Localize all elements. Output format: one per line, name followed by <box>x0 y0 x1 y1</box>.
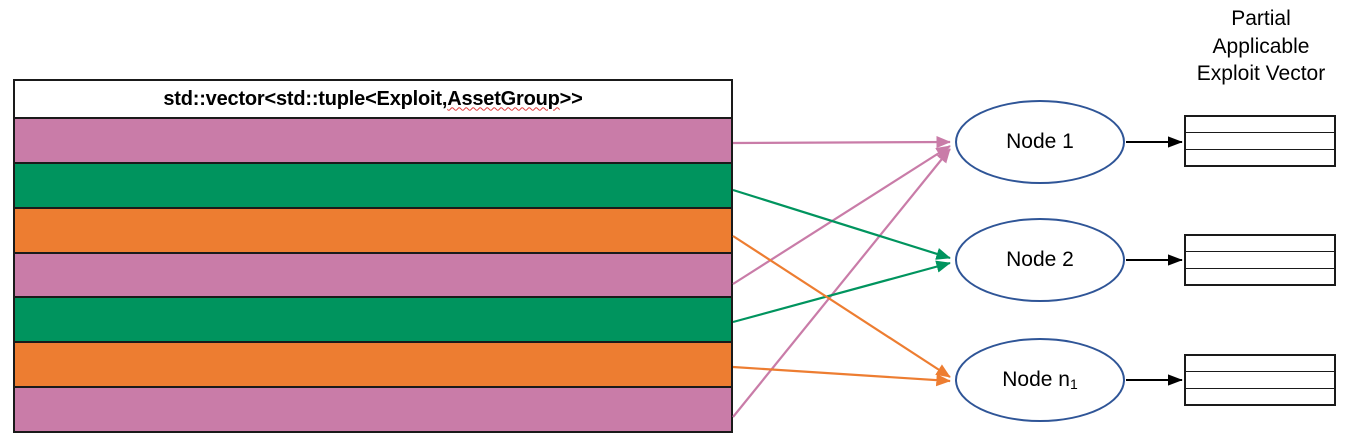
vector-table-header-text-part2: >> <box>559 87 583 110</box>
output-vector-2-cell-3 <box>1186 269 1334 284</box>
vector-row-1[interactable] <box>15 119 731 164</box>
node-ellipse-2[interactable]: Node 2 <box>955 218 1125 302</box>
output-vector-3-cell-1 <box>1186 356 1334 373</box>
output-vector-3[interactable] <box>1184 354 1336 406</box>
node-ellipse-1[interactable]: Node 1 <box>955 100 1125 184</box>
node-label-2: Node 2 <box>1006 248 1074 271</box>
node-label-n1-subscript: 1 <box>1069 376 1078 392</box>
edge-row4-to-node-1 <box>732 145 951 285</box>
vector-table-header-text-part1: std::vector<std::tuple<Exploit, <box>163 87 448 110</box>
vector-row-4[interactable] <box>15 253 731 299</box>
edge-row1-to-node-1 <box>732 135 951 149</box>
output-vector-1[interactable] <box>1184 115 1336 167</box>
output-vector-2-cell-1 <box>1186 236 1334 253</box>
output-vector-2[interactable] <box>1184 234 1336 286</box>
output-vector-heading-line-1: Partial <box>1231 7 1291 30</box>
output-vector-3-cell-2 <box>1186 372 1334 389</box>
edge-row3-to-node-n1 <box>732 235 951 378</box>
output-vector-heading: Partial Applicable Exploit Vector <box>1166 5 1351 88</box>
output-vector-heading-line-2: Applicable <box>1212 34 1310 58</box>
node-label-1: Node 1 <box>1006 130 1074 153</box>
vector-row-6[interactable] <box>15 343 731 389</box>
output-vector-3-cell-3 <box>1186 389 1334 404</box>
edge-row5-to-node-2 <box>732 260 951 324</box>
vector-table-header-misspelled-word: AssetGroup <box>447 87 560 110</box>
vector-table-header: std::vector<std::tuple<Exploit, AssetGro… <box>15 81 731 119</box>
output-vector-1-cell-2 <box>1186 133 1334 150</box>
output-vector-1-cell-1 <box>1186 117 1334 134</box>
node-label-n1: Node n <box>1002 368 1070 391</box>
output-vector-heading-line-3: Exploit Vector <box>1196 62 1326 86</box>
vector-row-7[interactable] <box>15 388 731 432</box>
vector-row-5[interactable] <box>15 298 731 344</box>
vector-table: std::vector<std::tuple<Exploit, AssetGro… <box>13 79 733 433</box>
output-vector-2-cell-2 <box>1186 252 1334 269</box>
vector-row-2[interactable] <box>15 163 731 209</box>
vector-row-3[interactable] <box>15 208 731 254</box>
edge-row7-to-node-1 <box>732 148 951 418</box>
output-vector-1-cell-3 <box>1186 150 1334 165</box>
edge-row2-to-node-2 <box>732 188 951 260</box>
edge-row6-to-node-n1 <box>732 365 951 387</box>
vector-table-rows <box>15 119 731 432</box>
